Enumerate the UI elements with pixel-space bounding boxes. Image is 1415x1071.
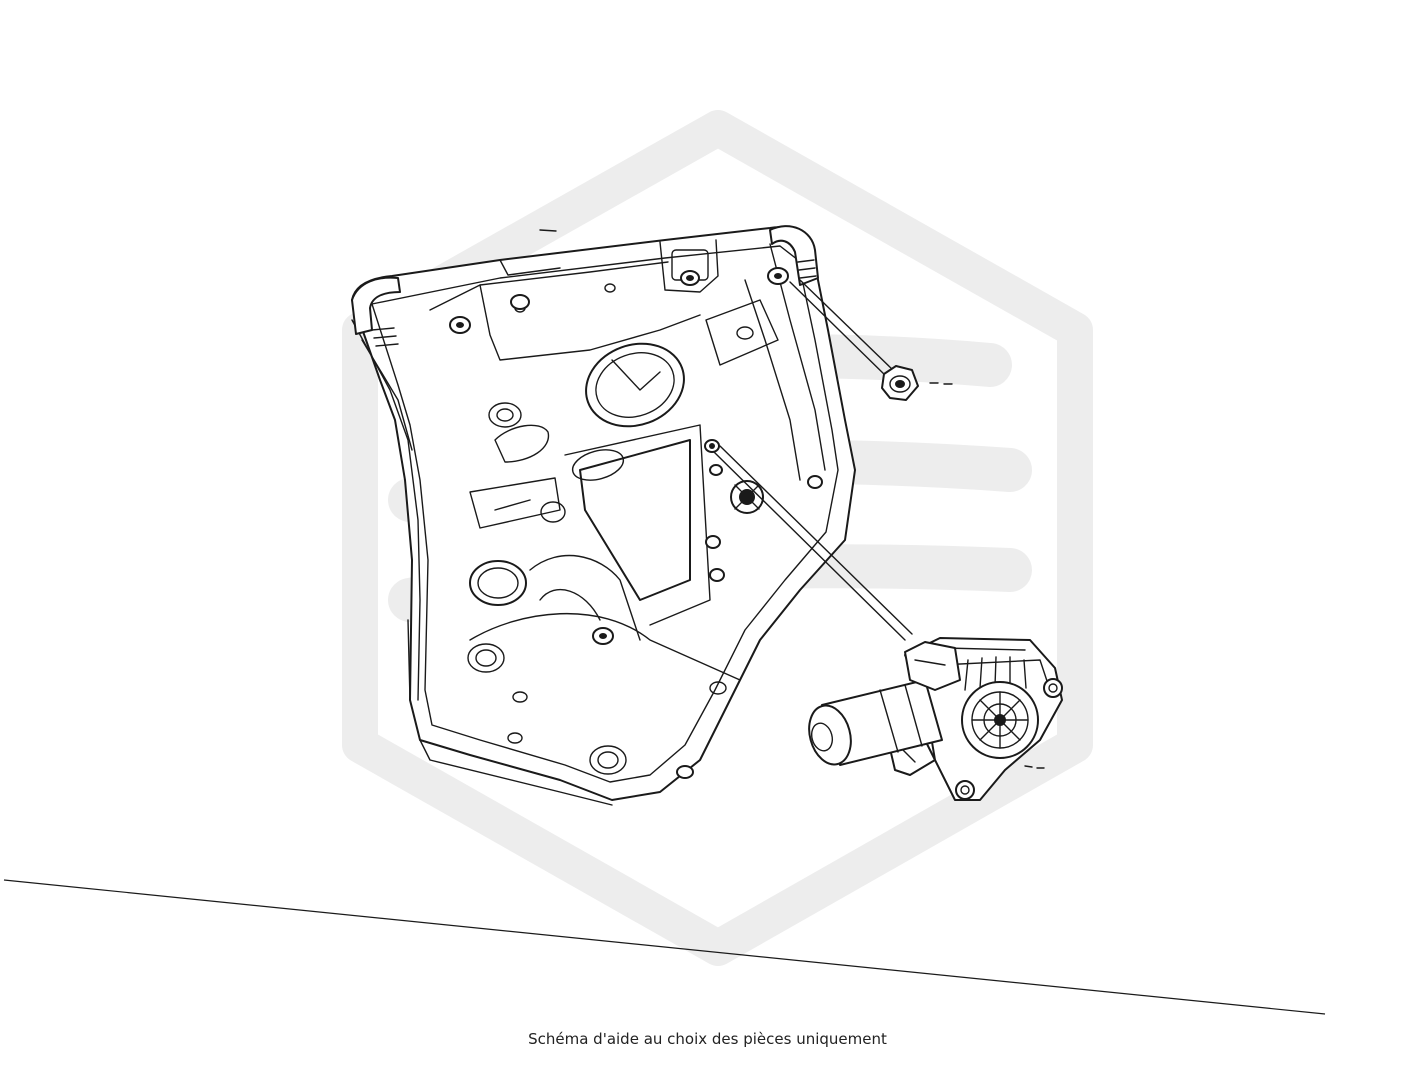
hex-nut <box>881 365 919 401</box>
window-regulator-motor <box>808 637 1063 801</box>
leader-lines <box>539 229 1045 769</box>
diagram-caption: Schéma d'aide au choix des pièces unique… <box>528 1030 887 1048</box>
door-carrier-panel <box>351 225 856 806</box>
separator-line <box>3 879 1326 1015</box>
